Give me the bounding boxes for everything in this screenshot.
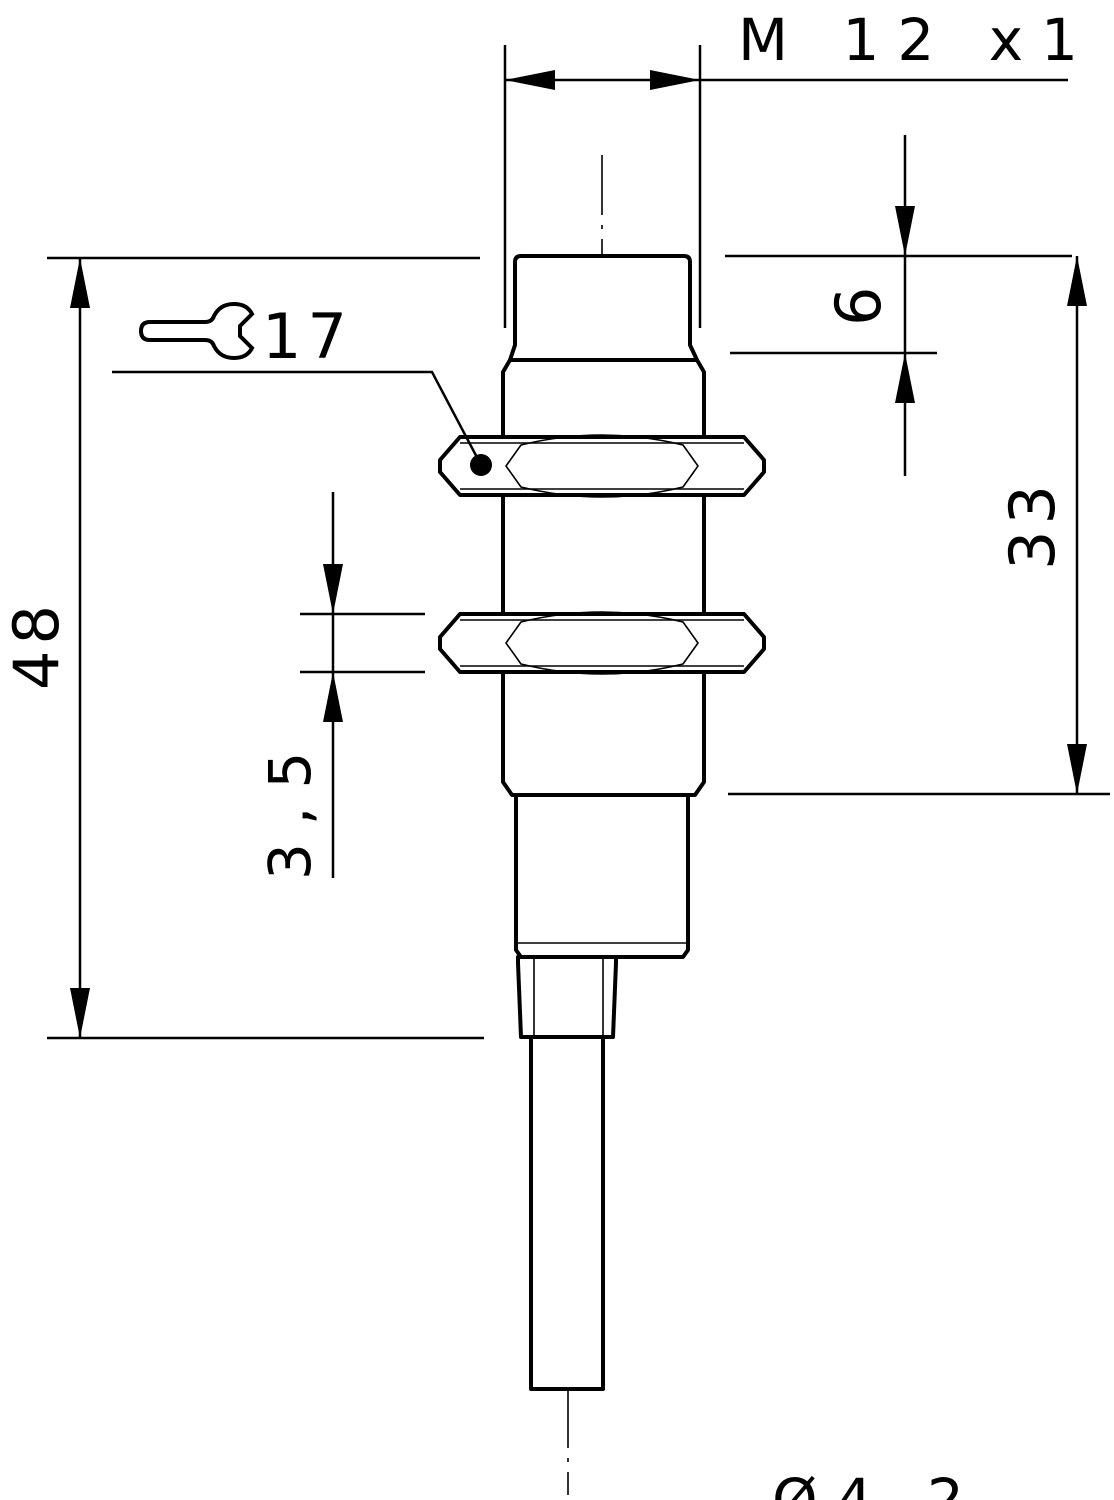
lower-nut — [438, 611, 766, 675]
nut-arrow-top — [323, 564, 343, 614]
upper-nut-outline — [438, 435, 766, 497]
cable — [529, 1035, 605, 1391]
thread-arrow-right — [650, 70, 700, 90]
dimension-sensing-face: 6 — [725, 135, 1072, 476]
wrench-leader-line — [112, 370, 483, 466]
sensing-face-label: 6 — [822, 281, 895, 326]
dimension-thread-diameter: M 12 x1 — [503, 6, 1096, 328]
sensing-head — [508, 254, 699, 362]
dimension-nut-thickness: 3,5 — [256, 492, 425, 880]
length-arrow-top — [1067, 256, 1087, 306]
lower-nut-face — [505, 611, 699, 675]
nut-thickness-label: 3,5 — [256, 734, 324, 880]
overall-arrow-bottom — [70, 988, 90, 1038]
thread-length-label: 33 — [996, 479, 1069, 570]
cable-diameter-label: Ø4,2 — [772, 1466, 982, 1500]
dimension-overall-length: 48 — [0, 256, 484, 1040]
length-arrow-bottom — [1067, 744, 1087, 794]
face-arrow-bottom — [895, 353, 915, 403]
nut-arrow-bottom — [323, 672, 343, 722]
sensor-body — [501, 254, 706, 1391]
wrench-icon — [138, 301, 255, 361]
overall-length-label: 48 — [0, 599, 73, 690]
lower-nut-outline — [438, 612, 766, 674]
threaded-barrel — [501, 358, 706, 797]
overall-arrow-top — [70, 258, 90, 308]
strain-relief — [516, 955, 618, 1039]
upper-nut — [438, 434, 766, 498]
wrench-size-callout: 17 — [112, 300, 483, 466]
wrench-size-label: 17 — [262, 300, 353, 373]
rear-housing — [514, 793, 690, 959]
dimension-thread-length: 33 — [728, 256, 1110, 796]
dimension-cable-diameter: Ø4,2 — [772, 1466, 982, 1500]
face-arrow-top — [895, 206, 915, 256]
upper-nut-face — [505, 434, 699, 498]
thread-label: M 12 x1 — [738, 6, 1096, 74]
thread-arrow-left — [505, 70, 555, 90]
